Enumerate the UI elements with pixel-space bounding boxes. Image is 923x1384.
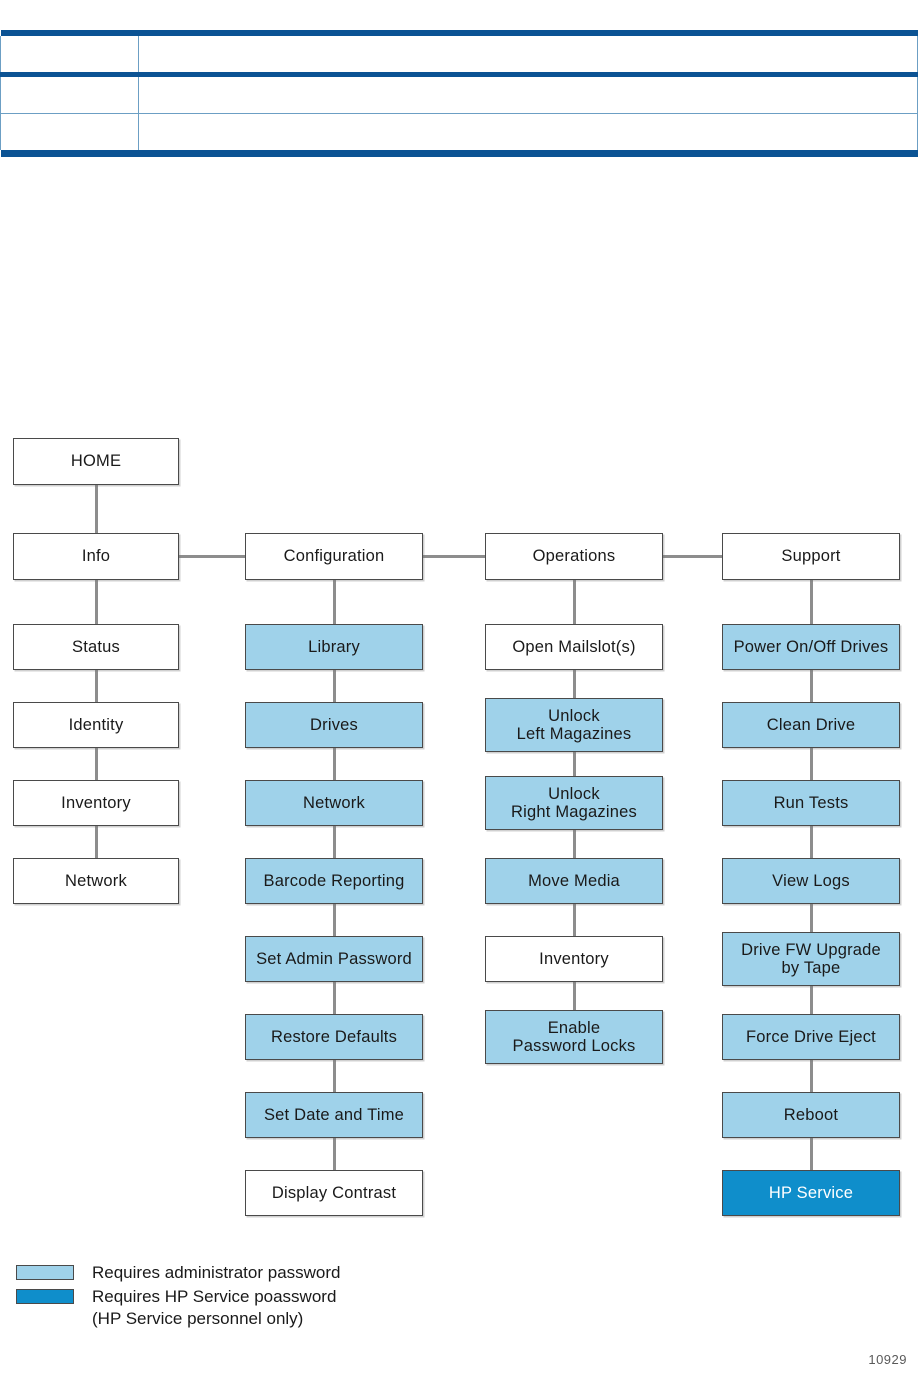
connector-1-5 [332,982,336,1014]
table-bottom-rule [0,150,918,157]
legend-swatch-hp-service [16,1289,74,1305]
node-clean-drive[interactable]: Clean Drive [722,702,900,748]
table-cell [138,113,918,150]
connector-3-6 [809,1060,813,1092]
node-set-admin-password[interactable]: Set Admin Password [245,936,423,982]
table-cell [0,113,139,150]
figure-number: 10929 [868,1352,907,1367]
connector-0-3 [94,826,98,858]
node-move-media[interactable]: Move Media [485,858,663,904]
node-home[interactable]: HOME [13,438,179,485]
legend-item-admin: Requires administrator password [16,1262,341,1283]
connector-1-7 [332,1138,336,1170]
node-power-on-off-drives[interactable]: Power On/Off Drives [722,624,900,670]
node-set-date-and-time[interactable]: Set Date and Time [245,1092,423,1138]
table-row [0,36,918,75]
node-network[interactable]: Network [13,858,179,904]
connector-2-2 [572,752,576,776]
connector-3-4 [809,904,813,932]
connector-3-0 [809,580,813,624]
node-view-logs[interactable]: View Logs [722,858,900,904]
legend-label-admin: Requires administrator password [92,1263,341,1282]
node-hp-service[interactable]: HP Service [722,1170,900,1216]
connector-2-3 [572,830,576,858]
node-info[interactable]: Info [13,533,179,580]
document-table [0,30,918,157]
connector-0-1 [94,670,98,702]
node-restore-defaults[interactable]: Restore Defaults [245,1014,423,1060]
node-status[interactable]: Status [13,624,179,670]
table-top-rule [0,30,918,36]
node-operations[interactable]: Operations [485,533,663,580]
node-barcode-reporting[interactable]: Barcode Reporting [245,858,423,904]
connector-0-0 [94,580,98,624]
node-inventory[interactable]: Inventory [13,780,179,826]
connector-2-4 [572,904,576,936]
node-inventory[interactable]: Inventory [485,936,663,982]
connector-1-1 [332,670,336,702]
node-display-contrast[interactable]: Display Contrast [245,1170,423,1216]
legend-item-hp-service: Requires HP Service poassword (HP Servic… [16,1286,341,1329]
node-library[interactable]: Library [245,624,423,670]
connector-header-1-to-2 [423,555,485,558]
connector-1-6 [332,1060,336,1092]
connector-1-4 [332,904,336,936]
node-run-tests[interactable]: Run Tests [722,780,900,826]
connector-1-3 [332,826,336,858]
node-reboot[interactable]: Reboot [722,1092,900,1138]
node-configuration[interactable]: Configuration [245,533,423,580]
table-cell [0,36,139,75]
legend-swatch-admin [16,1265,74,1280]
node-identity[interactable]: Identity [13,702,179,748]
node-support[interactable]: Support [722,533,900,580]
node-drives[interactable]: Drives [245,702,423,748]
node-network[interactable]: Network [245,780,423,826]
table-cell [138,36,918,75]
connector-3-3 [809,826,813,858]
connector-3-5 [809,986,813,1014]
table-row [0,72,918,114]
connector-header-2-to-3 [663,555,722,558]
legend-label-hp-service: Requires HP Service poassword (HP Servic… [92,1287,337,1328]
node-force-drive-eject[interactable]: Force Drive Eject [722,1014,900,1060]
connector-1-0 [332,580,336,624]
table-cell [0,72,139,114]
connector-home-to-info [94,485,98,533]
connector-1-2 [332,748,336,780]
legend: Requires administrator password Requires… [16,1262,341,1332]
connector-2-1 [572,670,576,698]
connector-3-2 [809,748,813,780]
connector-2-5 [572,982,576,1010]
connector-0-2 [94,748,98,780]
table-cell [138,72,918,114]
connector-3-1 [809,670,813,702]
table-row [0,113,918,150]
connector-header-0-to-1 [179,555,245,558]
node-open-mailslot-s[interactable]: Open Mailslot(s) [485,624,663,670]
connector-3-7 [809,1138,813,1170]
connector-2-0 [572,580,576,624]
document-table-body [0,30,918,157]
